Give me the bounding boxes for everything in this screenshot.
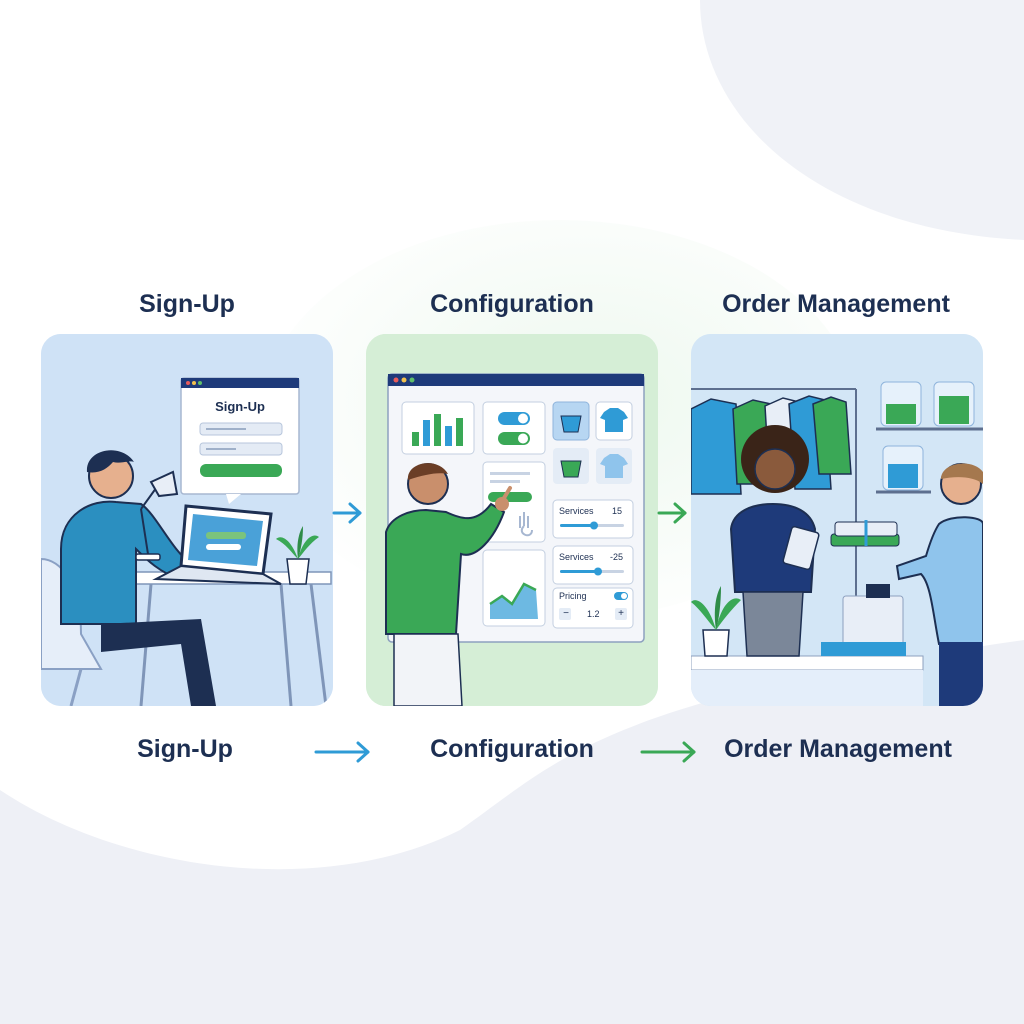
customer xyxy=(895,463,983,706)
arrow-right-icon xyxy=(640,741,696,763)
services-label-1: Services xyxy=(559,506,594,516)
pricing-minus-button: − xyxy=(563,608,569,619)
pricing-plus-button: + xyxy=(618,608,624,619)
step-caption-configuration: Configuration xyxy=(430,735,594,763)
signup-form-title: Sign-Up xyxy=(215,399,265,414)
pricing-label: Pricing xyxy=(559,591,587,601)
signup-form-window xyxy=(180,377,300,504)
order-management-panel xyxy=(691,334,983,706)
basket-icon xyxy=(552,401,590,484)
step-caption-signup: Sign-Up xyxy=(137,735,233,763)
services-label-2: Services xyxy=(559,552,594,562)
pricing-value: 1.2 xyxy=(587,609,600,619)
line-chart-icon xyxy=(482,549,546,627)
plant-icon xyxy=(691,586,741,657)
laundry-shelves xyxy=(876,381,983,494)
arrow-right-icon xyxy=(657,502,687,524)
plant-icon xyxy=(276,526,319,585)
cash-register xyxy=(821,584,906,656)
arrow-right-icon xyxy=(314,741,370,763)
laundry-package xyxy=(830,520,900,547)
toggle-icon xyxy=(482,401,546,455)
person-configuring xyxy=(385,463,512,706)
step-title-signup: Sign-Up xyxy=(139,290,235,318)
configuration-panel: Services 15 Services -25 Pricing − 1.2 + xyxy=(366,334,658,706)
signup-panel: Sign-Up xyxy=(41,334,333,706)
staff-member xyxy=(729,425,820,657)
step-caption-order-management: Order Management xyxy=(724,735,952,763)
bar-chart-icon xyxy=(401,401,475,455)
services-value-2: -25 xyxy=(610,552,624,562)
laptop-icon xyxy=(152,504,282,585)
step-title-order-management: Order Management xyxy=(722,290,950,318)
services-value-1: 15 xyxy=(612,506,623,516)
step-title-configuration: Configuration xyxy=(430,290,594,318)
lamp-icon xyxy=(135,470,179,561)
tshirt-icon xyxy=(595,401,633,484)
arrow-right-icon xyxy=(332,502,362,524)
